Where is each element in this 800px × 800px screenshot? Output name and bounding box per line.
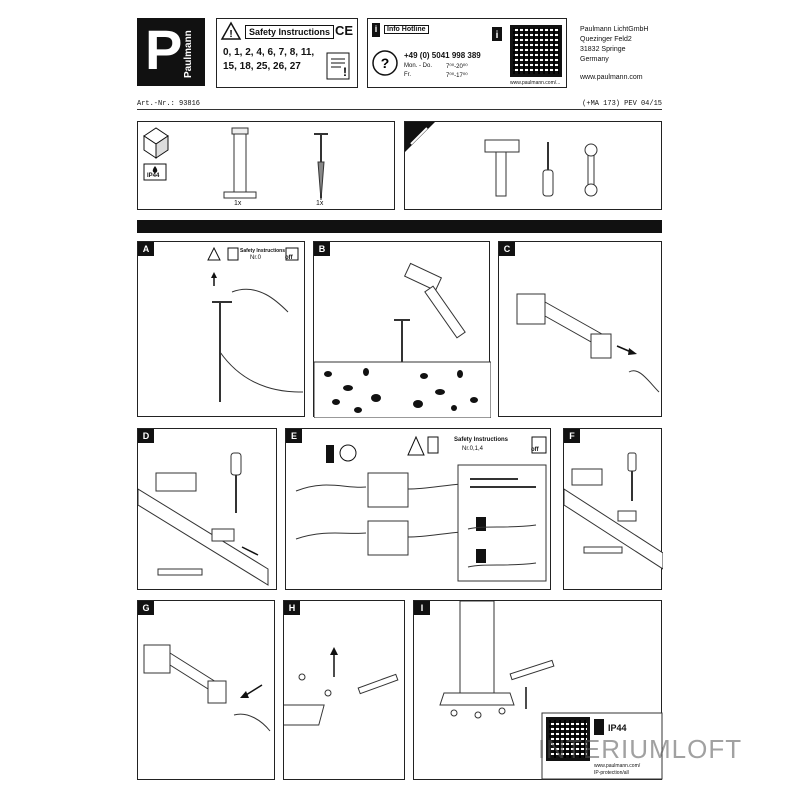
step-f-label: F [564,429,580,443]
contents-ip-rating: IP44 [147,173,160,179]
company-country: Germany [580,56,609,63]
hotline-url: www.paulmann.com/... [510,80,561,86]
brand-logo: P Paulmann [137,18,205,86]
article-number: Art.-Nr.: 93816 [137,100,201,108]
tools-box [404,121,662,210]
step-g-panel: G [137,600,275,780]
step-c-illustration [516,293,660,393]
safety-numbers-line1: 0, 1, 2, 4, 6, 7, 8, 11, [223,47,315,58]
step-f-panel: F [563,428,663,590]
svg-text:!: ! [343,65,347,79]
info-icon: i ? i [372,23,502,76]
package-icon [143,127,328,201]
step-h-illustration [284,647,399,726]
logo-letter: P [145,18,183,81]
meta-row: Art.-Nr.: 93816 (+MA 173) PEV 04/15 [137,100,662,110]
hotline-hours2: 7⁰⁰-17⁰⁰ [446,73,468,79]
step-g-illustration [143,644,271,732]
step-d-illustration [138,452,269,586]
safety-numbers-line2: 15, 18, 25, 26, 27 [223,61,301,72]
step-b-illustration [314,262,491,418]
safety-instructions-box: ! ! Safety Instructions CE 0, 1, 2, 4, 6… [216,18,358,88]
step-d-label: D [138,429,154,443]
company-web: www.paulmann.com [580,74,643,81]
step-i-label: I [414,601,430,615]
revision-code: (+MA 173) PEV 04/15 [582,100,662,108]
warning-icon: ! ! [220,21,350,80]
step-g-label: G [138,601,154,615]
step-b-label: B [314,242,330,256]
step-e-safety-title: Safety Instructions [454,437,509,443]
hotline-hours1: 7⁰⁰-20⁰⁰ [446,64,468,70]
svg-text:i: i [496,30,499,41]
step-i-panel: I IP44 www.paulmann.com/ IP-protection/a… [413,600,663,780]
step-b-panel: B [313,241,491,418]
hotline-days1: Mon. - Do. [404,63,433,69]
step-e-illustration [295,435,547,582]
step-c-panel: C [498,241,662,417]
hotline-qr-code [510,25,562,77]
step-i-qr-code [546,717,590,761]
step-a-panel: A Safety Instructions Nr.0 off [137,241,305,417]
hotline-title: Info Hotline [384,25,429,34]
step-e-off-label: off [531,447,539,453]
step-i-url2: IP-protection/all [594,770,629,776]
hotline-days2: Fr. [404,72,411,78]
contents-qty-spike: 1x [316,200,324,207]
svg-text:!: ! [229,29,232,40]
logo-word: Paulmann [183,30,194,78]
step-a-illustration [207,246,304,402]
step-e-safety-nr: Nr.0,1,4 [462,446,484,452]
step-c-label: C [499,242,515,256]
step-f-illustration [564,452,663,570]
step-a-safety-title: Safety Instructions [240,248,286,254]
contents-qty-bollard: 1x [234,200,242,207]
hotline-phone: +49 (0) 5041 998 389 [404,51,481,60]
contents-box: IP44 1x 1x [137,121,395,210]
svg-text:i: i [375,24,378,34]
company-name: Paulmann LichtGmbH [580,26,649,33]
company-street: Quezinger Feld2 [580,36,632,43]
ce-mark: CE [335,23,354,38]
step-a-safety-nr: Nr.0 [250,255,262,261]
section-divider-bar [137,220,662,233]
step-e-panel: E Safety Instructions Nr.0,1,4 off [285,428,551,590]
step-a-label: A [138,242,154,256]
step-h-label: H [284,601,300,615]
company-box: Paulmann LichtGmbH Quezinger Feld2 31832… [576,18,662,88]
step-a-off-label: off [285,255,293,261]
step-e-label: E [286,429,302,443]
step-d-panel: D [137,428,277,590]
step-h-panel: H [283,600,405,780]
hotline-box: i ? i Info Hotline +49 (0) 5041 998 389 … [367,18,567,88]
step-i-url1: www.paulmann.com/ [594,763,641,769]
safety-title: Safety Instructions [245,25,335,39]
company-city: 31832 Springe [580,46,626,53]
svg-text:?: ? [381,55,390,71]
tools-illustration [405,122,598,197]
step-i-ip-rating: IP44 [608,723,627,733]
watermark: INTERIUMLOFT [538,734,743,764]
